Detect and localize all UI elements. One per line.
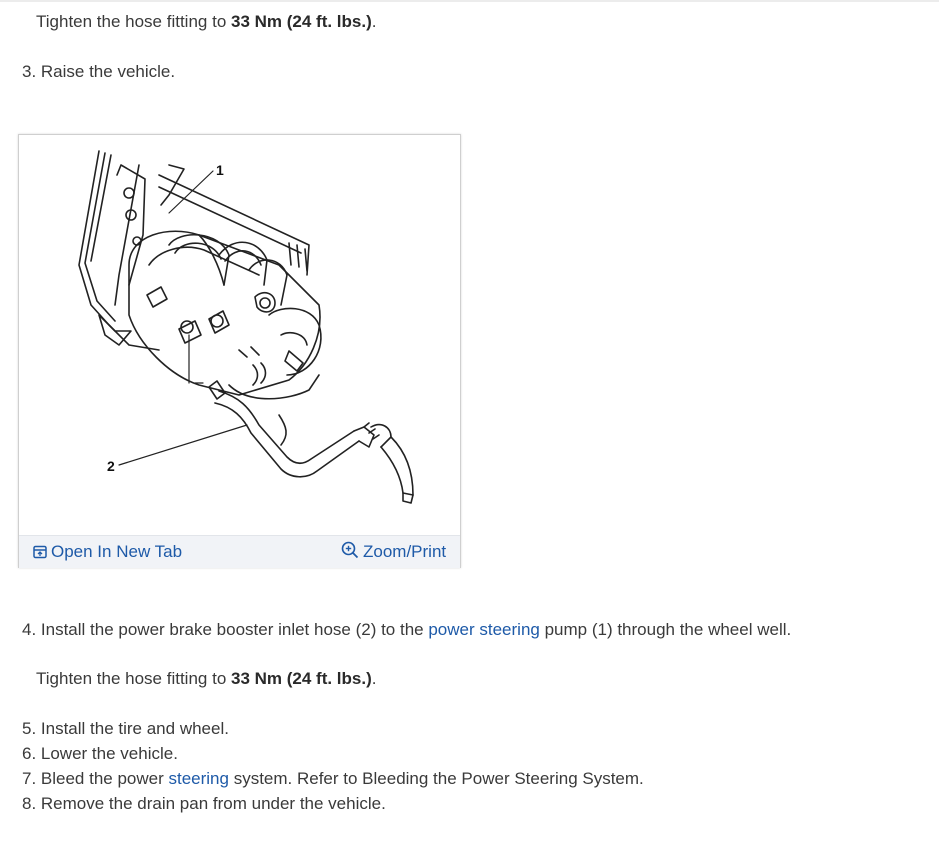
open-new-tab-icon <box>33 545 47 559</box>
zoom-print-button[interactable]: Zoom/Print <box>341 541 446 563</box>
detail-punct: . <box>371 669 377 688</box>
step-5: 5. Install the tire and wheel. <box>22 719 229 738</box>
zoom-in-icon <box>341 541 359 559</box>
power-steering-link[interactable]: power steering <box>428 620 540 639</box>
step-4-text: 4. Install the power brake booster inlet… <box>22 620 429 639</box>
power-steering-pump-diagram: 1 2 <box>78 150 414 504</box>
detail-text: Tighten the hose fitting to <box>36 669 231 688</box>
steering-link[interactable]: steering <box>168 769 229 788</box>
step-7: 7. Bleed the power steering system. Refe… <box>22 768 644 790</box>
diagram-figure: 1 2 Open In New Tab Zoom/Print <box>18 134 461 568</box>
open-in-new-tab-button[interactable]: Open In New Tab <box>33 541 182 563</box>
step-4: 4. Install the power brake booster inlet… <box>22 619 791 641</box>
callout-2: 2 <box>107 458 115 474</box>
step-4-detail: Tighten the hose fitting to 33 Nm (24 ft… <box>36 668 377 690</box>
step-3: 3. Raise the vehicle. <box>22 62 176 81</box>
step-6: 6. Lower the vehicle. <box>22 744 178 763</box>
torque-value: 33 Nm (24 ft. lbs.) <box>231 669 372 688</box>
detail-punct: . <box>371 12 377 31</box>
callout-1: 1 <box>216 162 224 178</box>
step-4-text-end: pump (1) through the wheel well. <box>539 620 792 639</box>
detail-text: Tighten the hose fitting to <box>36 12 231 31</box>
top-divider <box>0 0 939 2</box>
zoom-print-label: Zoom/Print <box>363 542 447 561</box>
step-7-text: 7. Bleed the power <box>22 769 169 788</box>
step-2-detail: Tighten the hose fitting to 33 Nm (24 ft… <box>36 11 377 33</box>
step-7-text-end: system. Refer to Bleeding the Power Stee… <box>228 769 644 788</box>
open-in-new-tab-label: Open In New Tab <box>51 542 183 561</box>
figure-toolbar: Open In New Tab Zoom/Print <box>19 535 460 568</box>
torque-value: 33 Nm (24 ft. lbs.) <box>231 12 372 31</box>
step-8: 8. Remove the drain pan from under the v… <box>22 794 386 813</box>
